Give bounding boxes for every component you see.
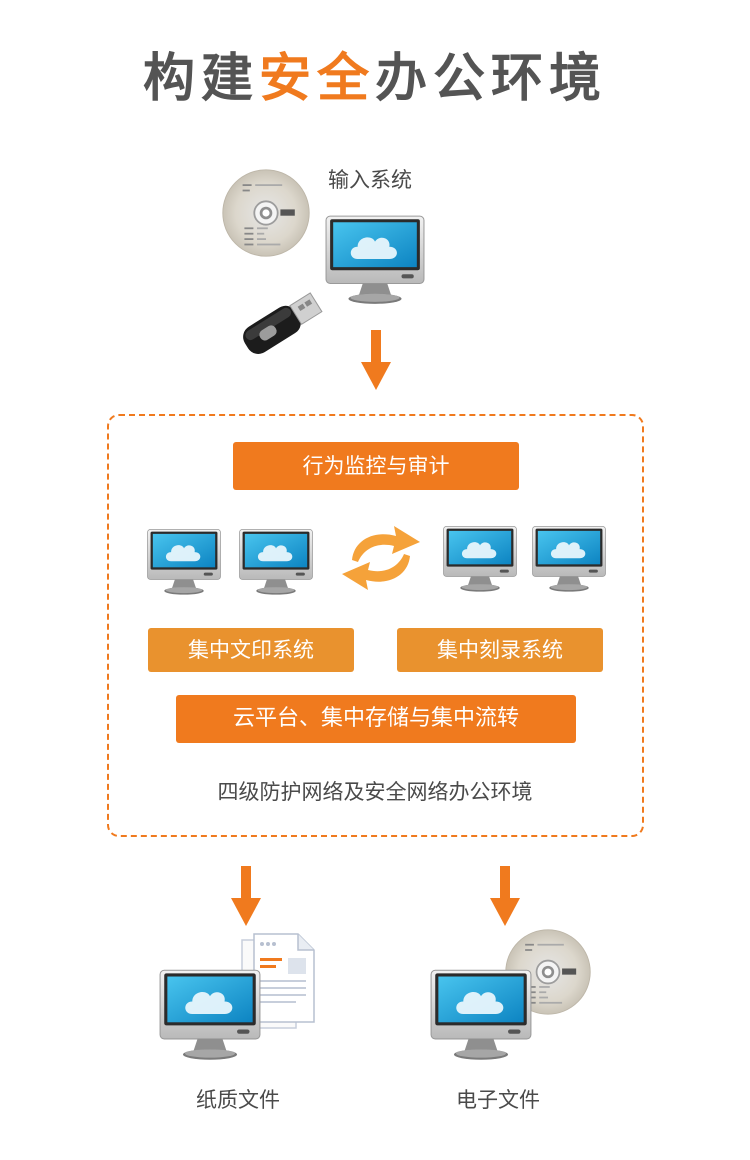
page-title: 构建安全办公环境: [0, 36, 750, 111]
monitor-icon: [442, 524, 518, 594]
monitor-icon: [429, 966, 533, 1064]
burn-system-box: 集中刻录系统: [397, 628, 603, 672]
monitor-icon: [238, 527, 314, 597]
title-prefix: 构建: [142, 49, 259, 109]
monitor-icon: [324, 212, 426, 308]
print-system-box: 集中文印系统: [148, 628, 354, 672]
sync-arrows-icon: [342, 526, 420, 590]
monitor-icon: [531, 524, 607, 594]
input-system-label: 输入系统: [328, 168, 412, 192]
down-arrow-icon: [231, 866, 261, 926]
monitor-icon: [158, 966, 262, 1064]
cloud-platform-box: 云平台、集中存储与集中流转: [176, 695, 576, 743]
electronic-file-label: 电子文件: [456, 1088, 540, 1112]
secure-environment-frame: [107, 414, 644, 837]
usb-drive-icon: [243, 292, 323, 354]
down-arrow-icon: [361, 330, 391, 390]
network-note: 四级防护网络及安全网络办公环境: [217, 780, 533, 804]
paper-file-label: 纸质文件: [196, 1088, 280, 1112]
title-highlight: 安全: [258, 49, 375, 109]
disc-icon: [221, 168, 311, 258]
title-suffix: 办公环境: [375, 49, 608, 109]
monitor-icon: [146, 527, 222, 597]
audit-box: 行为监控与审计: [233, 442, 519, 490]
down-arrow-icon: [490, 866, 520, 926]
